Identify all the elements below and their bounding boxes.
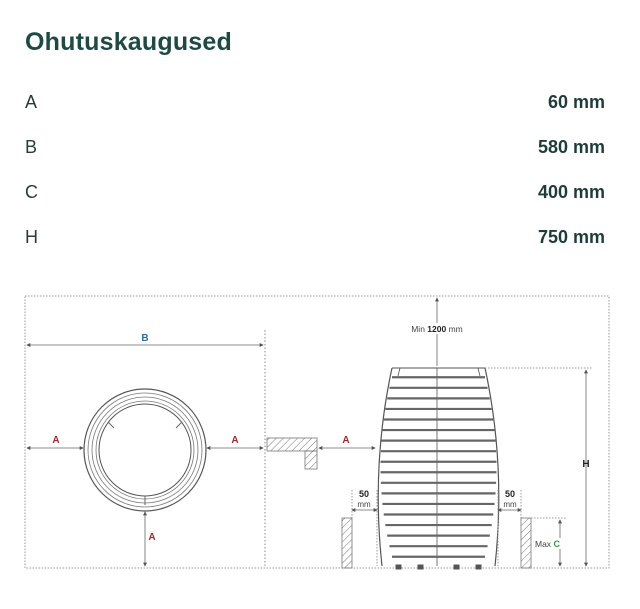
- spec-value: 60 mm: [547, 91, 605, 112]
- right-wall-post: [520, 517, 532, 569]
- barrel-foot: [453, 564, 460, 570]
- barrel-foot: [395, 564, 402, 570]
- spec-value: 750 mm: [537, 226, 605, 247]
- barrel-foot: [475, 564, 482, 570]
- spec-label: B: [25, 136, 38, 157]
- spec-value: 580 mm: [537, 136, 605, 157]
- spec-label: A: [25, 91, 38, 112]
- label-a-middle: A: [342, 435, 349, 446]
- label-a-left: A: [52, 435, 59, 446]
- label-a-right: A: [231, 435, 238, 446]
- wall-section: [266, 437, 318, 452]
- label-a-bottom: A: [148, 532, 155, 543]
- heater-top-view: [83, 388, 207, 512]
- room-outline: [24, 295, 610, 569]
- spec-row-a: A 60 mm: [25, 90, 605, 114]
- spec-value: 400 mm: [537, 181, 605, 202]
- page-title: Ohutuskaugused: [25, 28, 232, 56]
- max-c-label: Max C: [535, 539, 560, 549]
- label-h: H: [582, 459, 589, 470]
- spec-row-c: C 400 mm: [25, 180, 605, 204]
- spec-row-h: H 750 mm: [25, 225, 605, 249]
- barrel-foot: [417, 564, 424, 570]
- spec-label: C: [25, 181, 38, 202]
- left-wall-post: [341, 517, 353, 569]
- gap-left-value: 50: [359, 489, 369, 499]
- gap-left-unit: mm: [357, 500, 371, 509]
- barrel-heater: [377, 367, 500, 570]
- gap-right-unit: mm: [503, 500, 517, 509]
- min-clearance-label: Min 1200 mm: [411, 324, 463, 334]
- spec-label: H: [25, 226, 38, 247]
- gap-right-value: 50: [505, 489, 515, 499]
- spec-row-b: B 580 mm: [25, 135, 605, 159]
- label-b: B: [141, 333, 148, 344]
